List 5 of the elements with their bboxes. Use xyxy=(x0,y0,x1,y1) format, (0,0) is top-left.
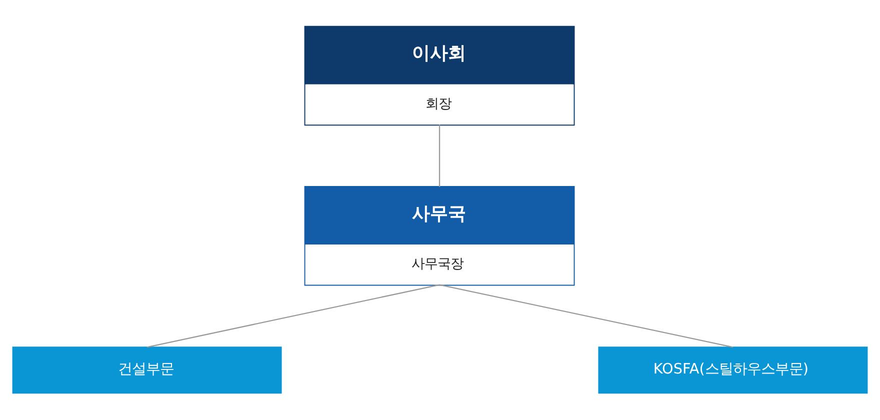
node-box: KOSFA(스틸하우스부문) xyxy=(598,346,868,394)
connector xyxy=(438,124,440,187)
connector xyxy=(439,284,734,348)
connector xyxy=(146,284,440,348)
node-box: 건설부문 xyxy=(12,346,282,394)
